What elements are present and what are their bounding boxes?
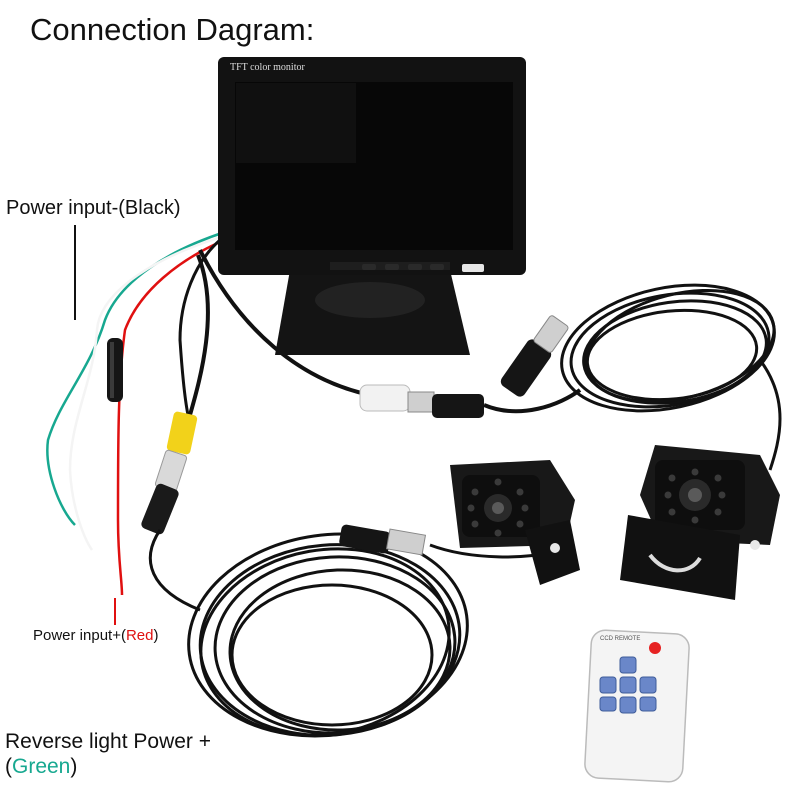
power-negative-label: Power input-(Black): [6, 197, 181, 219]
camera-right: [620, 445, 780, 600]
monitor-brand-text: TFT color monitor: [230, 62, 305, 73]
red-wire: [116, 240, 221, 596]
left-cable-coil: [148, 529, 561, 738]
reverse-light-close: ): [70, 755, 78, 778]
remote-control: [584, 629, 690, 783]
remote-brand-text: CCD REMOTE: [600, 636, 640, 642]
fuse-holder: [107, 338, 123, 402]
right-cable-coil: [560, 283, 782, 471]
power-positive-prefix: Power input+(: [33, 627, 126, 644]
camera-left: [450, 460, 580, 585]
reverse-light-prefix: Reverse light Power +: [5, 730, 212, 753]
monitor-cable: [198, 249, 371, 397]
white-wire: [68, 234, 226, 551]
left-aviation-plug: [339, 524, 427, 556]
power-positive-suffix: ): [153, 627, 159, 644]
rca-connector: [141, 254, 210, 535]
reverse-light-color: Green: [12, 755, 71, 778]
center-connector: [359, 384, 582, 418]
power-positive-color: Red: [125, 627, 154, 644]
monitor: [218, 57, 526, 355]
right-aviation-plug: [500, 315, 569, 397]
diagram-title: Connection Dagram:: [30, 12, 315, 47]
reverse-light-open: (: [5, 755, 12, 778]
reverse-light-label: Reverse light Power + (Green): [5, 729, 211, 779]
power-positive-label: Power input+(Red): [33, 627, 159, 644]
